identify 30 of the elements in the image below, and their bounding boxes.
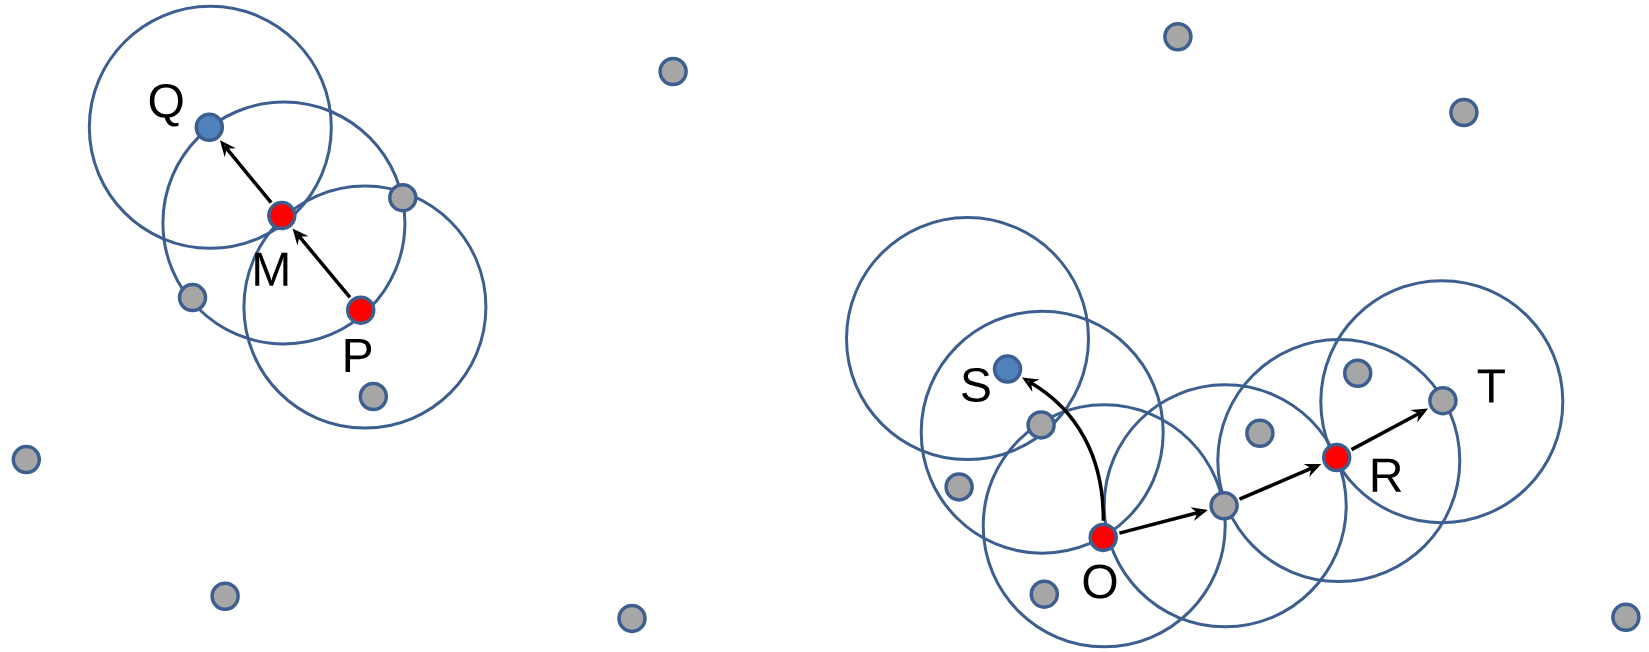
point-label: P [345,339,372,372]
data-point [11,444,42,475]
data-point [1342,358,1373,389]
data-point [1026,410,1056,440]
point-label: Q [149,83,183,127]
data-point [1611,602,1641,633]
data-point [1321,442,1352,473]
data-point [992,354,1023,384]
data-point [267,200,297,231]
data-point [388,182,418,213]
data-point [944,472,974,502]
data-point [1088,522,1118,553]
data-point [177,282,208,313]
point-label: R [1372,458,1402,492]
data-point [1449,97,1479,128]
data-point [1029,579,1060,609]
data-point [1209,491,1239,521]
data-point [658,56,688,87]
data-point [1245,418,1275,449]
data-point [1428,385,1458,416]
point-label: S [962,367,990,402]
point-label: O [1083,564,1117,599]
data-point [358,381,389,412]
data-point [1163,22,1193,52]
point-label: M [255,252,288,286]
data-point [194,112,225,143]
data-point [210,581,240,612]
data-point [617,603,647,634]
point-label: T [1477,369,1505,403]
data-point [345,295,376,325]
